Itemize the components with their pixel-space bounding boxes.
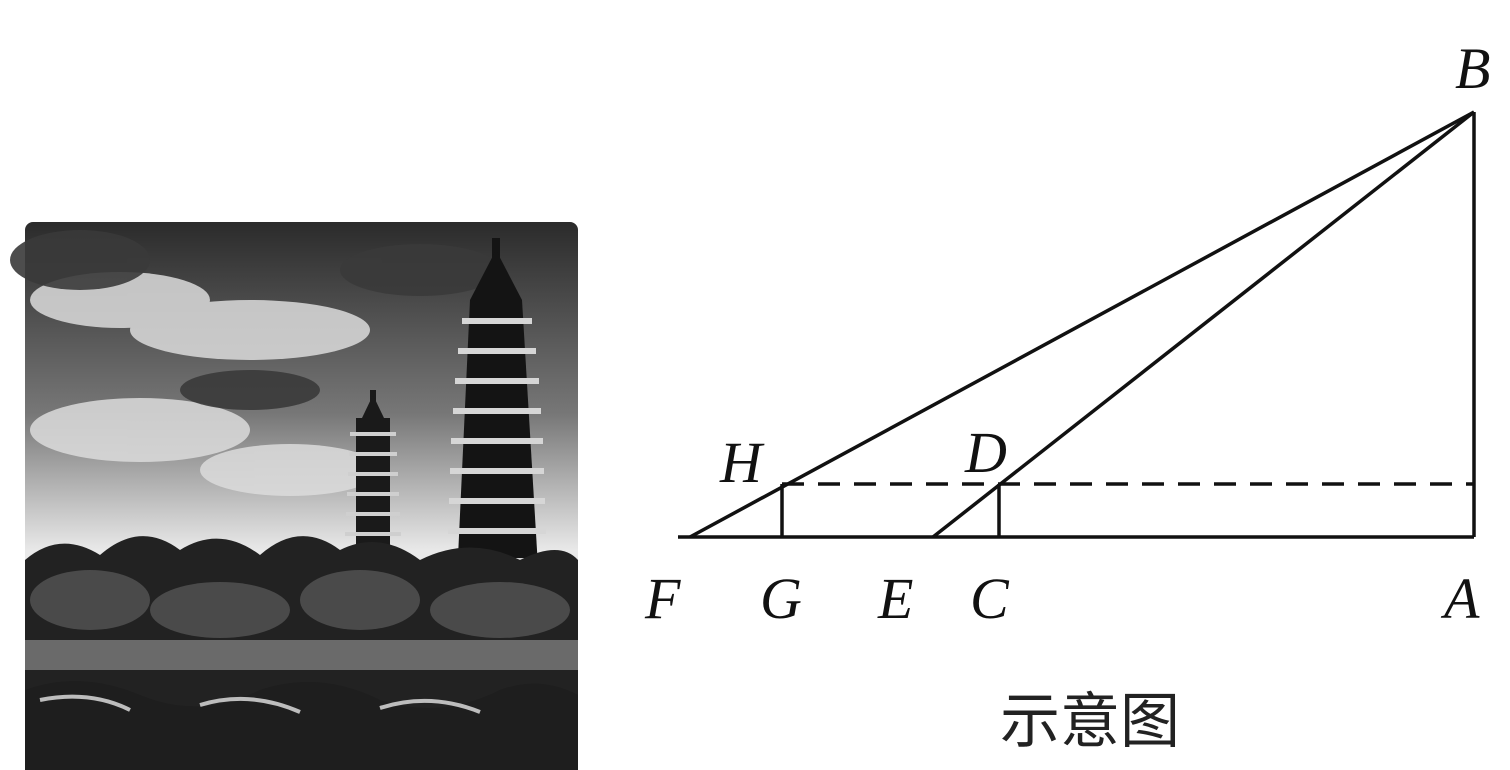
- label-D: D: [964, 420, 1007, 485]
- water-reflection: [25, 640, 578, 770]
- large-pagoda: [447, 238, 547, 600]
- photo-frame: [10, 222, 578, 770]
- label-B: B: [1455, 36, 1490, 101]
- label-A: A: [1440, 566, 1480, 631]
- sight-line-FB: [689, 110, 1475, 539]
- label-C: C: [970, 566, 1010, 631]
- sight-line-EB: [931, 110, 1476, 539]
- label-E: E: [877, 566, 913, 631]
- label-H: H: [719, 430, 765, 495]
- label-F: F: [644, 566, 681, 631]
- geometry-diagram: B H D F G E C A 示意图: [644, 36, 1490, 757]
- twin-pagodas-photo: [0, 0, 600, 770]
- label-G: G: [760, 566, 802, 631]
- diagram-caption: 示意图: [1000, 687, 1180, 757]
